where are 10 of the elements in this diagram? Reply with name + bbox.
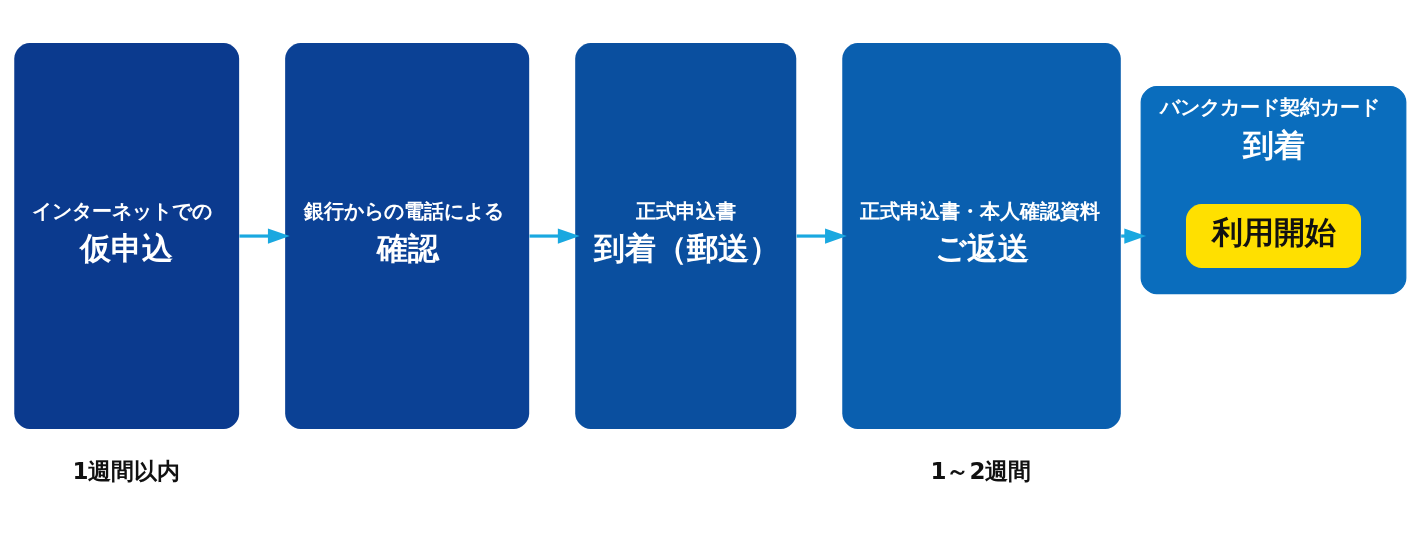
node-box: 正式申込書 到着（郵送） [575, 43, 797, 429]
arrow [796, 228, 847, 244]
arrow [529, 228, 580, 244]
node-box: 利用開始 [1185, 204, 1362, 268]
node-box: インターネットでの 仮申込 [14, 43, 240, 429]
node-box: 銀行からの電話による 確認 [285, 43, 530, 429]
label: 1週間以内 [72, 458, 181, 485]
node-box: 正式申込書・本人確認資料 ご返送 [842, 43, 1121, 429]
arrow [239, 228, 290, 244]
label: 1～2週間 [930, 458, 1032, 485]
